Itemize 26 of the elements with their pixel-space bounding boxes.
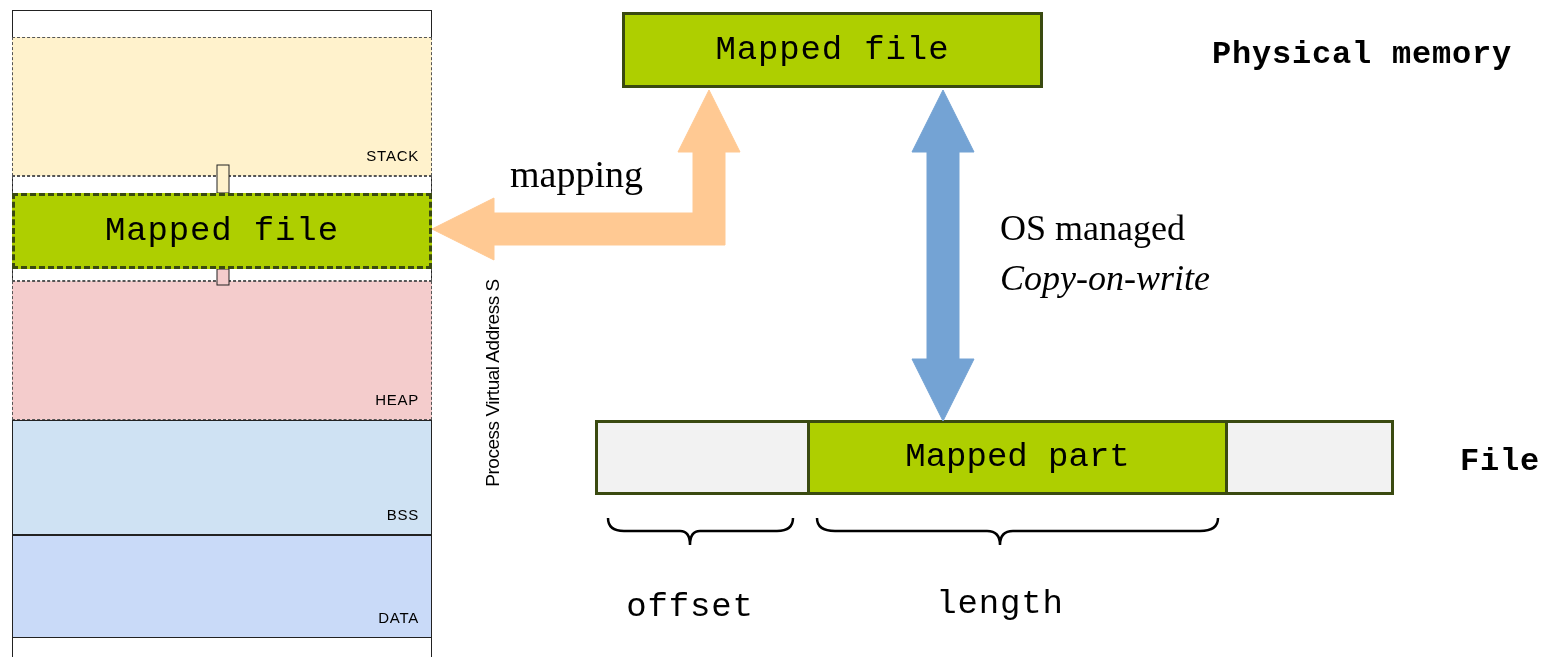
- thick-arrow: [431, 89, 741, 261]
- node-label: Mapped file: [715, 29, 950, 71]
- memory-segment: [12, 281, 432, 420]
- edge-label: OS managed Copy-on-write: [1000, 207, 1211, 301]
- edge-label: mapping: [510, 152, 644, 197]
- section-heading: Physical memory: [1210, 35, 1512, 75]
- node-label: BSS: [386, 504, 419, 525]
- axis-label: Process Virtual Address S: [481, 278, 504, 489]
- node-label: STACK: [366, 145, 419, 166]
- memory-segment: [12, 420, 432, 535]
- node-label: Mapped file: [105, 210, 339, 252]
- file-segment: [598, 423, 807, 492]
- section-heading: File: [1459, 442, 1540, 482]
- mapped-segment: [807, 423, 1228, 492]
- dimension-label: offset: [625, 587, 755, 628]
- dimension-label: length: [935, 584, 1065, 625]
- thick-arrow: [911, 89, 975, 422]
- memory-segment: [12, 535, 432, 638]
- node-label: DATA: [378, 607, 419, 628]
- file-segment: [1228, 423, 1391, 492]
- file-bar: [595, 420, 1394, 495]
- node-label: Mapped part: [905, 437, 1130, 478]
- mapped-region: [12, 193, 432, 269]
- memory-block: [622, 12, 1043, 88]
- memory-segment: [12, 37, 432, 176]
- node-label: HEAP: [375, 389, 419, 410]
